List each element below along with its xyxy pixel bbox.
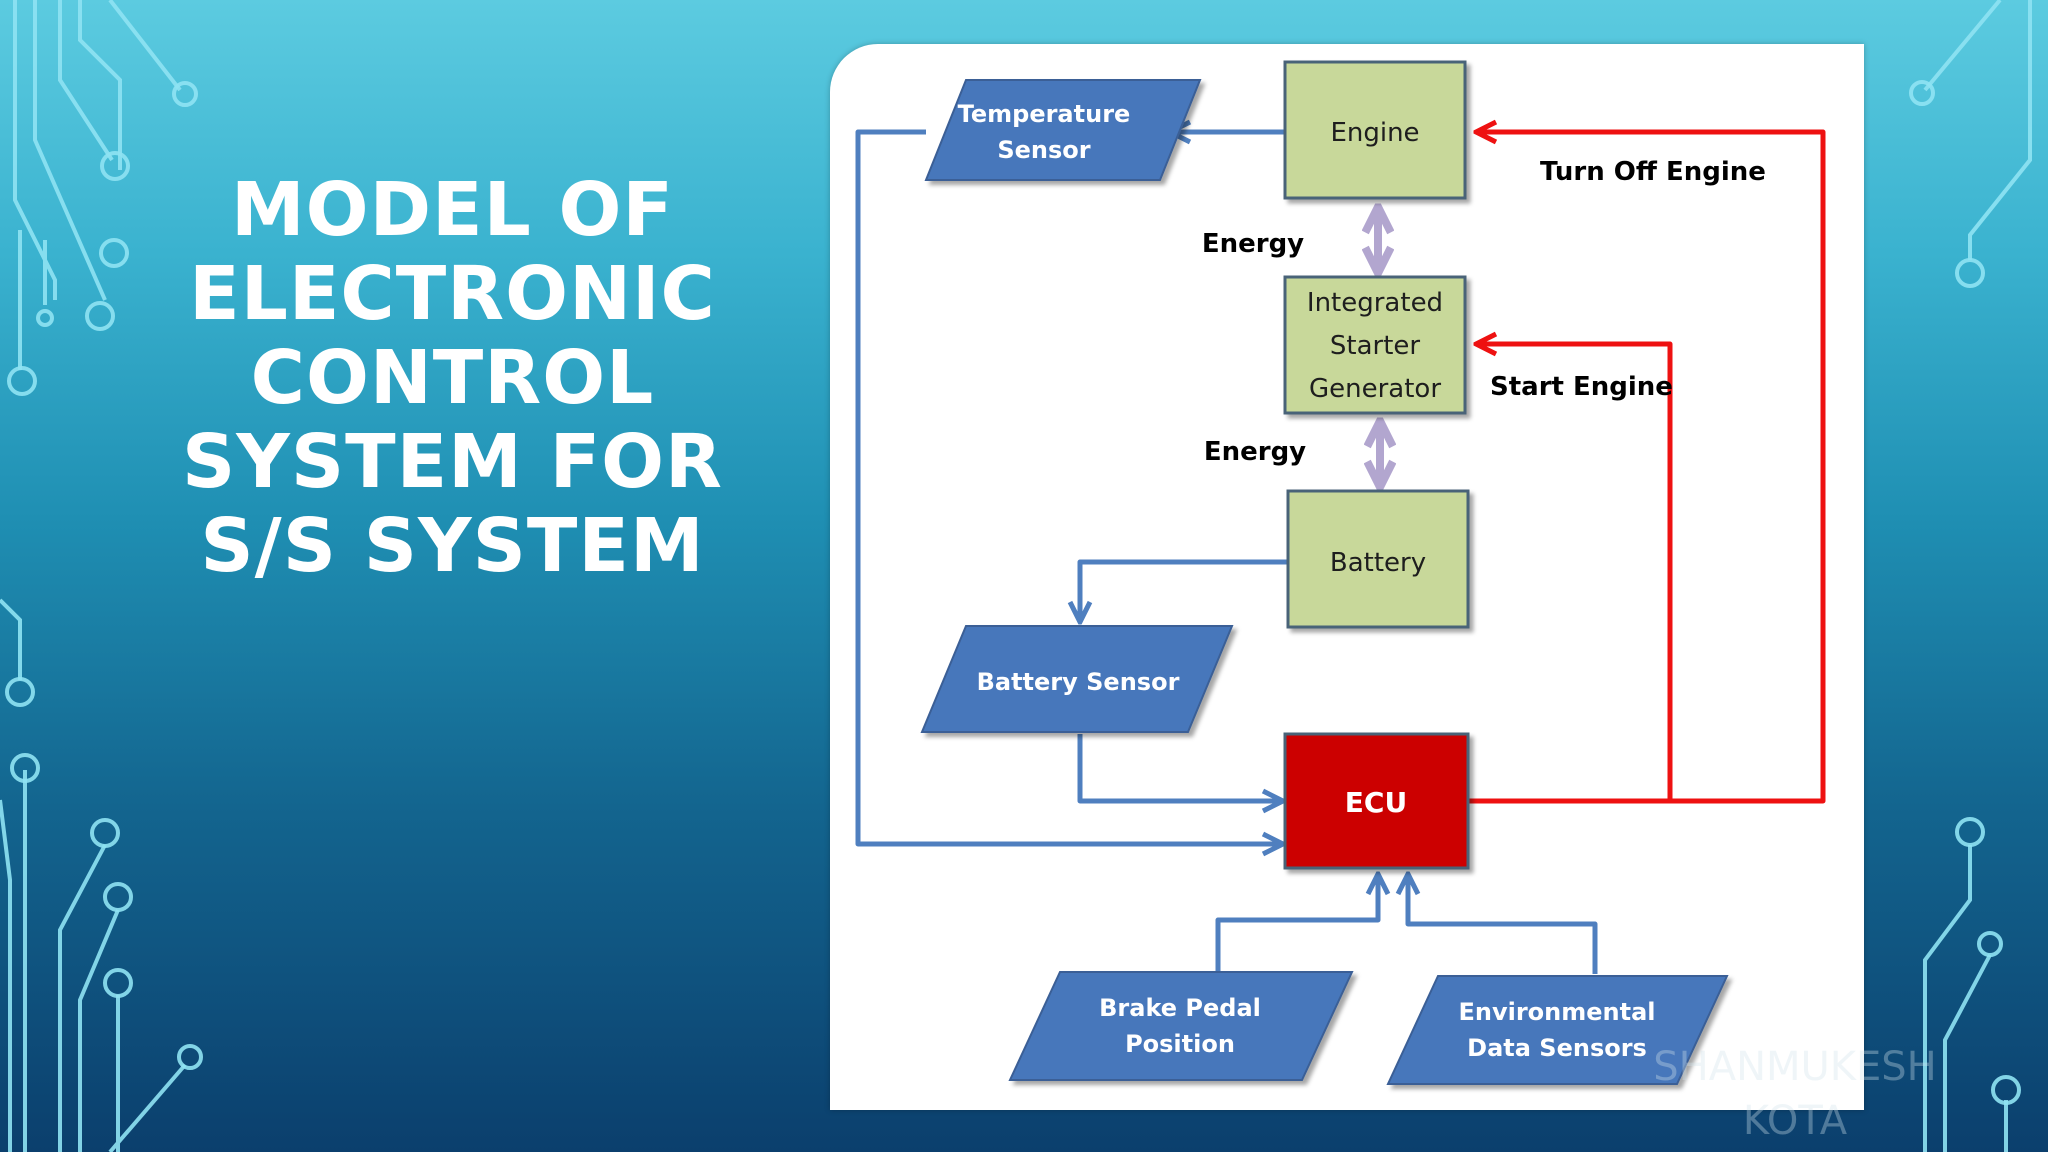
diagram-panel: Engine Integrated Starter Generator Batt…: [830, 44, 1864, 1110]
battery-sensor: Battery Sensor: [920, 625, 1234, 733]
battery-sensor-label: Battery Sensor: [977, 668, 1180, 696]
temperature-sensor-line1: Temperature: [958, 100, 1131, 128]
watermark-line1: SHANMUKESH: [1653, 1044, 1937, 1090]
brake-to-ecu-arrow: [1215, 874, 1378, 972]
env-sensor-line2: Data Sensors: [1467, 1034, 1647, 1062]
watermark-line2: KOTA: [1742, 1098, 1848, 1144]
isg-label-line1: Integrated: [1307, 288, 1443, 318]
engine-box: Engine: [1283, 60, 1467, 200]
start-engine-line: [1476, 344, 1673, 801]
isg-box: Integrated Starter Generator: [1283, 275, 1467, 415]
watermark: SHANMUKESH KOTA: [1640, 1040, 1950, 1148]
isg-label-line3: Generator: [1309, 374, 1441, 404]
battery-label: Battery: [1330, 548, 1426, 578]
battery-box: Battery: [1286, 489, 1470, 629]
temperature-sensor-line2: Sensor: [997, 136, 1090, 164]
env-sensor-line1: Environmental: [1458, 998, 1655, 1026]
brake-sensor-line1: Brake Pedal: [1099, 994, 1261, 1022]
battery-sensor-to-ecu-arrow: [1077, 734, 1283, 801]
turn-off-engine-line: [1468, 132, 1826, 804]
slide-title: Model of electronic control system for S…: [181, 166, 724, 589]
energy-label-top: Energy: [1202, 229, 1304, 259]
battery-to-sensor-arrow: [1080, 559, 1288, 622]
temperature-to-ecu-line: [855, 129, 1283, 844]
brake-pedal-sensor: Brake Pedal Position: [1008, 971, 1354, 1081]
flow-diagram: Engine Integrated Starter Generator Batt…: [855, 60, 1826, 1085]
turn-off-engine-label: Turn Off Engine: [1540, 157, 1766, 187]
energy-label-bottom: Energy: [1204, 437, 1306, 467]
engine-label: Engine: [1330, 118, 1419, 148]
ecu-label: ECU: [1345, 786, 1407, 819]
env-to-ecu-arrow: [1408, 874, 1598, 974]
ecu-box: ECU: [1283, 732, 1470, 870]
start-engine-label: Start Engine: [1490, 372, 1673, 402]
environmental-sensors: Environmental Data Sensors: [1386, 975, 1729, 1085]
isg-label-line2: Starter: [1330, 331, 1421, 361]
brake-sensor-line2: Position: [1125, 1030, 1235, 1058]
temperature-sensor: Temperature Sensor: [924, 79, 1202, 181]
